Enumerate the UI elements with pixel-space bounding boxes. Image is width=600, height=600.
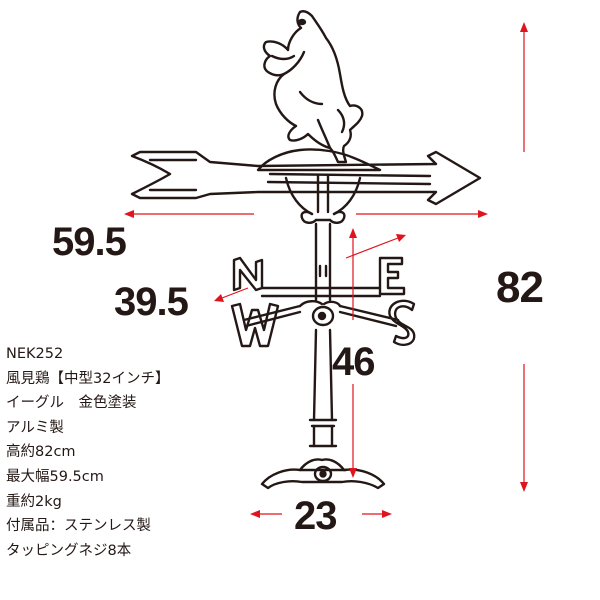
width-max-label: 59.5 bbox=[52, 220, 127, 264]
main-pole bbox=[308, 222, 338, 448]
height-total-label: 82 bbox=[496, 263, 544, 312]
spec-design: イーグル 金色塗装 bbox=[6, 395, 137, 412]
letter-n-shape bbox=[232, 256, 264, 292]
arm-width-label: 39.5 bbox=[114, 280, 189, 324]
eagle-figure bbox=[262, 10, 364, 164]
letter-w-shape bbox=[230, 302, 280, 348]
spec-material: アルミ製 bbox=[6, 419, 64, 436]
letter-e-shape bbox=[378, 256, 406, 296]
spec-weight: 重約2kg bbox=[6, 493, 62, 510]
spec-list: NEK252 風見鶏【中型32インチ】 イーグル 金色塗装 アルミ製 高約82c… bbox=[6, 342, 236, 563]
spec-product-name: 風見鶏【中型32インチ】 bbox=[6, 370, 170, 387]
spec-accessories: 付属品：ステンレス製 bbox=[6, 518, 151, 535]
spec-max-width: 最大幅59.5cm bbox=[6, 468, 104, 485]
scroll-bracket bbox=[284, 174, 362, 224]
height-lower-label: 46 bbox=[332, 340, 375, 384]
mounting-foot bbox=[260, 458, 386, 490]
spec-model-number: NEK252 bbox=[6, 346, 64, 362]
letter-s-shape bbox=[388, 299, 416, 346]
compass-arms bbox=[242, 286, 400, 328]
spec-screws: タッピングネジ8本 bbox=[6, 542, 132, 559]
dimension-arrows bbox=[124, 22, 528, 518]
spec-height: 高約82cm bbox=[6, 444, 76, 461]
arrow-pointer bbox=[130, 150, 482, 206]
base-width-label: 23 bbox=[294, 494, 337, 538]
arm-arrow-right bbox=[345, 237, 399, 259]
arm-arrow-left bbox=[221, 287, 249, 299]
